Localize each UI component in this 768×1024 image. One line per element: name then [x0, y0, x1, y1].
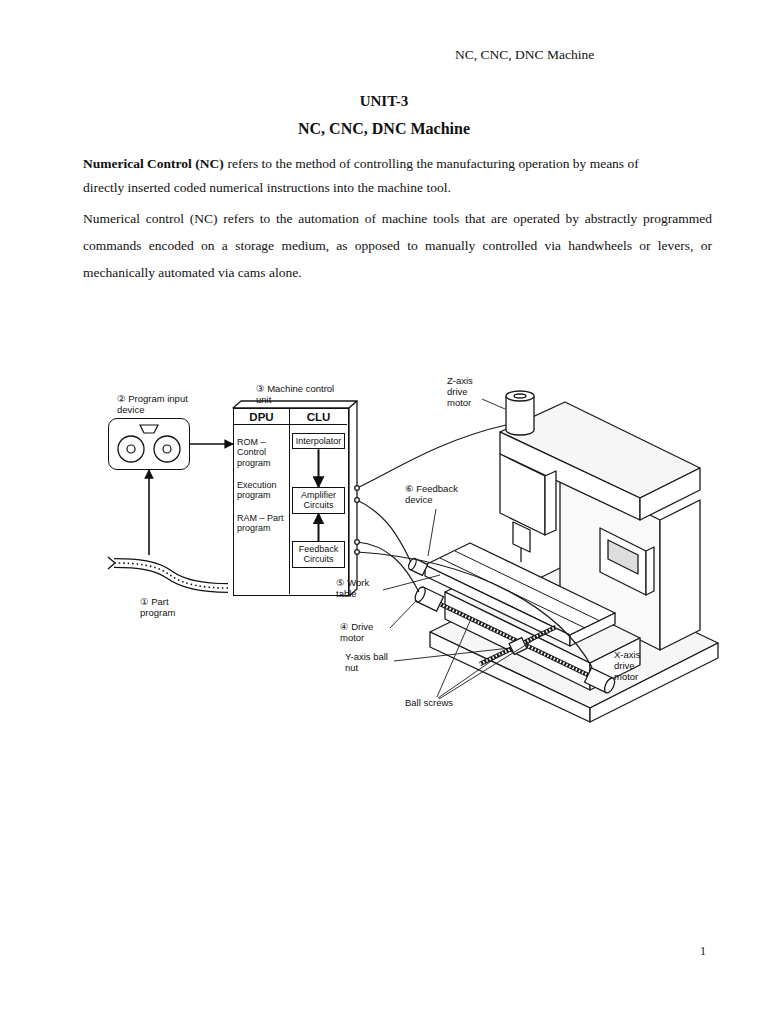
node-text: Feedback Circuits — [294, 544, 343, 565]
read-head — [140, 425, 158, 433]
amplifier-box: Amplifier Circuits — [292, 487, 345, 514]
control-panel — [600, 528, 654, 595]
leader-line — [439, 633, 545, 699]
leader-line — [482, 399, 505, 409]
node-text: ROM – Control program — [234, 437, 289, 468]
terminal — [355, 486, 360, 555]
node-heading: ② Program input device — [117, 394, 189, 416]
spindle-head — [545, 471, 556, 535]
unit-heading: UNIT-3 — [0, 93, 768, 110]
tape-strip — [108, 555, 230, 595]
reel-hub — [127, 445, 135, 453]
tape-end — [108, 557, 115, 569]
tape-reels — [109, 419, 191, 471]
node-heading: ③ Machine control unit — [256, 384, 336, 406]
tape-reel — [118, 436, 144, 462]
clu-column: InterpolatorAmplifier CircuitsFeedback C… — [290, 409, 347, 594]
x-axis-motor — [585, 668, 617, 695]
overarm — [640, 468, 700, 520]
leader-line — [390, 600, 417, 628]
spindle-head — [500, 454, 545, 535]
definition-text: Numerical control (NC) refers to the aut… — [83, 211, 712, 280]
paragraph: Numerical control (NC) refers to the aut… — [83, 205, 712, 286]
flow-arrow — [318, 449, 320, 487]
punched-tape: ① Part program — [108, 555, 230, 595]
work-table — [455, 551, 600, 621]
terminal — [355, 540, 360, 545]
part-label: Ball screws — [405, 698, 455, 709]
page-title: NC, CNC, DNC Machine — [0, 120, 768, 138]
spindle-head — [513, 522, 530, 552]
tape-strip — [114, 563, 228, 588]
feedback-circuit-box: Feedback Circuits — [292, 541, 345, 568]
node-text: RAM – Part program — [234, 513, 289, 534]
terminal — [355, 550, 360, 555]
machine-column — [660, 500, 700, 650]
node-text: Interpolator — [294, 436, 343, 446]
program-input-device: ② Program input device — [108, 418, 190, 470]
callout-label: ⑥ Feedback device — [405, 484, 465, 506]
node-text: Amplifier Circuits — [294, 490, 343, 511]
leader-line — [383, 399, 545, 699]
leader-line — [383, 575, 440, 590]
work-table — [570, 613, 615, 646]
column-heading: DPU — [234, 409, 289, 425]
signal-wire — [357, 552, 592, 667]
column-heading: CLU — [290, 409, 347, 425]
flow-arrow — [148, 470, 150, 555]
callout-label: ⑤ Work table — [336, 578, 382, 600]
control-panel — [608, 540, 638, 574]
ball-screw — [480, 627, 556, 664]
spindle-head — [500, 454, 556, 562]
part-label: Z-axis drive motor — [447, 376, 493, 409]
defined-term: Numerical Control (NC) — [83, 156, 224, 171]
control-panel — [646, 547, 654, 595]
leader-line — [428, 509, 436, 556]
z-axis-motor — [506, 391, 534, 401]
spindle-head — [520, 548, 521, 562]
z-axis-motor — [533, 396, 534, 430]
dpu-column: DPU ROM – Control programExecution progra… — [234, 409, 290, 594]
flow-arrow — [190, 443, 233, 445]
control-panel — [600, 528, 646, 595]
signal-wire — [357, 425, 506, 488]
paragraph: Numerical Control (NC)refers to the meth… — [83, 152, 683, 200]
tape-strip — [114, 563, 228, 588]
drive-motor — [413, 585, 427, 603]
mcu-housing — [233, 401, 357, 408]
signal-wire — [357, 425, 592, 667]
callout-label: ④ Drive motor — [340, 622, 390, 644]
running-header: NC, CNC, DNC Machine — [455, 47, 675, 63]
leader-line — [394, 648, 510, 661]
node-heading: ① Part program — [140, 597, 190, 619]
terminal — [355, 498, 360, 503]
page-number: 1 — [700, 944, 720, 959]
tape-reel — [154, 436, 180, 462]
tape-holes — [114, 563, 228, 588]
leader-line — [437, 621, 470, 697]
terminal — [355, 486, 360, 491]
z-axis-motor — [506, 391, 534, 435]
work-table — [425, 543, 615, 646]
flow-arrow — [318, 514, 320, 541]
machine-control-unit: DPU ROM – Control programExecution progra… — [233, 408, 349, 596]
mcu-housing — [233, 401, 357, 596]
node-text: Execution program — [234, 480, 289, 501]
z-axis-motor — [514, 394, 526, 398]
reel-hub — [163, 445, 171, 453]
part-label: X-axis drive motor — [614, 650, 658, 683]
interpolator-box: Interpolator — [292, 433, 345, 449]
ball-screw — [480, 627, 556, 664]
leader-line — [438, 655, 500, 698]
part-label: Y-axis ball nut — [345, 652, 393, 674]
